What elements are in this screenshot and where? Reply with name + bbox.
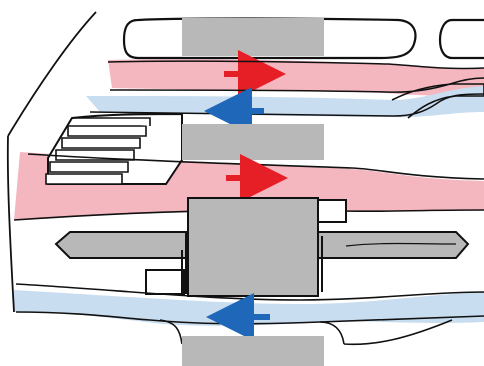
left-horizontal-shaft <box>54 231 187 259</box>
left-diagonal-frame <box>6 11 97 313</box>
cold-flow-upper-band <box>86 86 484 118</box>
cold-flow-right-branch <box>391 83 484 119</box>
central-gray-core <box>187 197 319 297</box>
upper-separator-line-1 <box>107 60 484 70</box>
upper-separator-line-2 <box>109 77 484 93</box>
right-horizontal-shaft <box>317 231 470 259</box>
small-top-block <box>317 199 347 223</box>
right-edge-shell <box>438 18 484 60</box>
lower-separator-top <box>15 283 484 301</box>
small-bottom-block <box>145 269 185 295</box>
middle-gray-block <box>182 124 324 160</box>
top-gray-block <box>182 18 324 56</box>
central-support-right <box>317 226 323 296</box>
middle-separator-top <box>27 153 484 180</box>
stair-fin-icon <box>45 117 151 185</box>
central-support-left <box>181 250 187 296</box>
lower-right-frame <box>345 242 457 247</box>
hot-flow-upper-band <box>108 59 484 96</box>
bottom-gray-block <box>182 336 324 366</box>
bottom-shell-edge <box>159 319 453 346</box>
